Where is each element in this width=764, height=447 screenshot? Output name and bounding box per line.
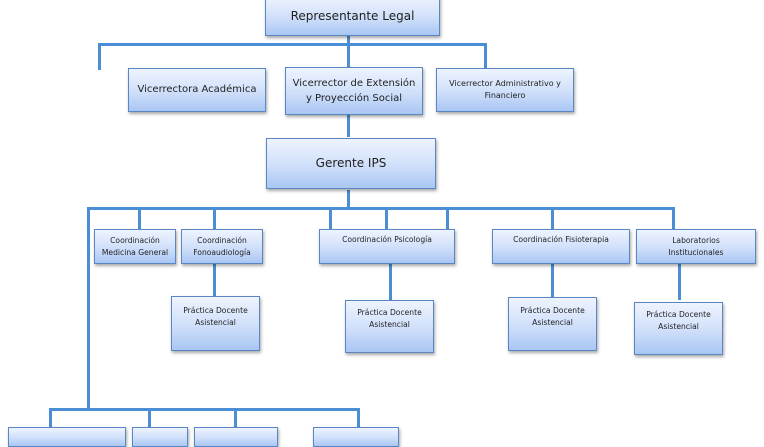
- connector-psicologia-c: [446, 207, 449, 230]
- org-node-vicerrectora-academica[interactable]: Vicerrectora Académica: [128, 68, 266, 112]
- org-node-vicerrector-extension[interactable]: Vicerrector de Extensión y Proyección So…: [285, 67, 423, 115]
- org-node-practica-docente-fisioterapia[interactable]: Práctica Docente Asistencial: [508, 297, 597, 351]
- connector-bottom-bus: [49, 408, 359, 411]
- org-node-practica-docente-laboratorios[interactable]: Práctica Docente Asistencial: [634, 302, 723, 355]
- org-node-coordinacion-medicina-general[interactable]: Coordinación Medicina General: [94, 229, 176, 264]
- org-node-bottom-2[interactable]: [132, 427, 188, 447]
- connector-coord-bus: [87, 207, 674, 210]
- connector-legal-down: [347, 35, 350, 45]
- connector-laboratorios: [672, 207, 675, 230]
- node-label: Coordinación Medicina General: [101, 235, 169, 257]
- org-node-coordinacion-fisioterapia[interactable]: Coordinación Fisioterapia: [492, 229, 630, 264]
- node-label: Coordinación Fonoaudiología: [193, 235, 251, 257]
- org-node-bottom-4[interactable]: [313, 427, 399, 447]
- connector-fisioterapia: [551, 207, 554, 230]
- connector-fono-practica: [213, 263, 216, 298]
- connector-vp-bus: [98, 43, 486, 46]
- connector-administrativo: [484, 43, 487, 70]
- connector-bottom-4: [357, 408, 360, 430]
- org-node-representante-legal[interactable]: Representante Legal: [265, 0, 440, 36]
- node-label: Vicerrector Administrativo y Financiero: [449, 78, 561, 100]
- connector-fonoaudiologia: [213, 207, 216, 230]
- org-node-bottom-1[interactable]: [8, 427, 126, 447]
- connector-fisio-practica: [551, 263, 554, 298]
- connector-lab-practica: [678, 263, 681, 300]
- node-label: Coordinación Fisioterapia: [513, 235, 609, 244]
- connector-academica: [98, 43, 101, 70]
- connector-left-trunk: [87, 207, 90, 409]
- org-node-practica-docente-fonoaudiologia[interactable]: Práctica Docente Asistencial: [171, 296, 260, 351]
- org-node-vicerrector-administrativo[interactable]: Vicerrector Administrativo y Financiero: [436, 68, 574, 112]
- node-label: Representante Legal: [290, 8, 415, 23]
- connector-psicologia-b: [385, 207, 388, 230]
- org-node-practica-docente-psicologia[interactable]: Práctica Docente Asistencial: [345, 300, 434, 353]
- connector-psico-practica: [389, 263, 392, 300]
- node-label: Práctica Docente Asistencial: [357, 308, 422, 329]
- node-label: Gerente IPS: [315, 156, 387, 171]
- org-node-gerente-ips[interactable]: Gerente IPS: [266, 138, 436, 189]
- node-label: Práctica Docente Asistencial: [520, 306, 585, 327]
- node-label: Coordinación Psicología: [342, 235, 432, 244]
- connector-medicina: [138, 207, 141, 230]
- node-label: Vicerrector de Extensión y Proyección So…: [292, 77, 416, 105]
- connector-bottom-2: [148, 408, 151, 430]
- connector-bottom-1: [49, 408, 52, 430]
- node-label: Práctica Docente Asistencial: [646, 310, 711, 331]
- connector-extension-gerente: [347, 115, 350, 137]
- org-node-bottom-3[interactable]: [194, 427, 278, 447]
- node-label: Práctica Docente Asistencial: [183, 306, 248, 327]
- org-node-laboratorios-institucionales[interactable]: Laboratorios Institucionales: [636, 229, 756, 264]
- node-label: Laboratorios Institucionales: [668, 235, 724, 257]
- node-label: Vicerrectora Académica: [137, 84, 257, 96]
- connector-bottom-3: [234, 408, 237, 430]
- connector-gerente-down: [347, 190, 350, 208]
- connector-extension: [347, 43, 350, 67]
- connector-psicologia-a: [329, 207, 332, 230]
- org-node-coordinacion-fonoaudiologia[interactable]: Coordinación Fonoaudiología: [181, 229, 263, 264]
- org-node-coordinacion-psicologia[interactable]: Coordinación Psicología: [319, 229, 455, 264]
